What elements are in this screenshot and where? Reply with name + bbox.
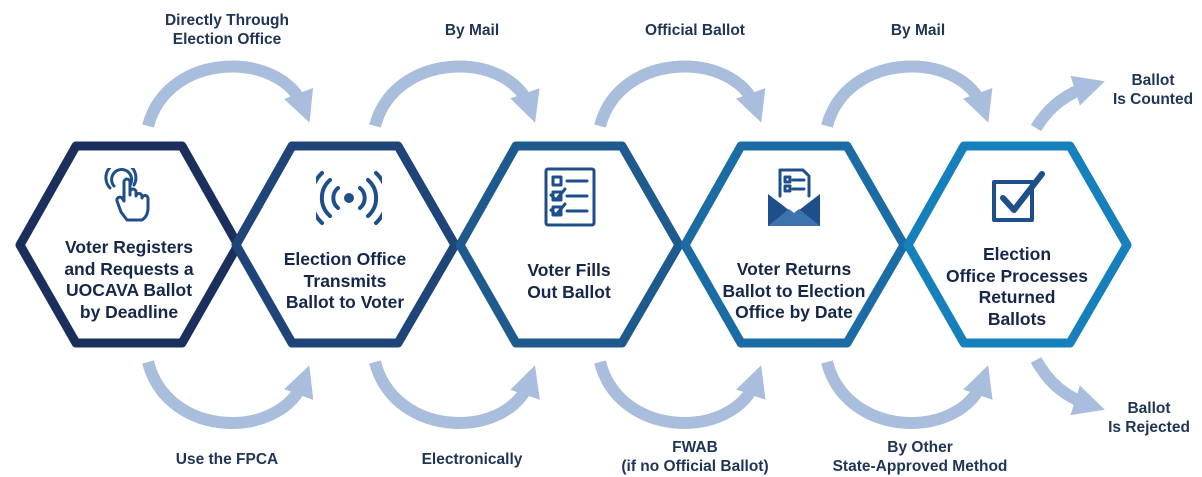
top-label-1: Directly Through Election Office xyxy=(164,12,289,48)
top-label-2: By Mail xyxy=(444,22,500,39)
step-hexagon-4 xyxy=(680,141,909,348)
bottom-label-4: By Other State-Approved Method xyxy=(832,439,1008,475)
step-text-2: Election Office Transmits Ballot to Vote… xyxy=(283,249,407,312)
step-text-4: Voter Returns Ballot to Election Office … xyxy=(722,259,866,322)
step-text-3: Voter Fills Out Ballot xyxy=(527,260,611,302)
bottom-label-2: Electronically xyxy=(421,451,523,468)
checklist-icon xyxy=(544,167,596,227)
top-arrow-2 xyxy=(369,60,540,128)
top-label-3: Official Ballot xyxy=(645,22,745,39)
checkbox-icon xyxy=(992,171,1045,222)
hand-tap-icon xyxy=(104,168,150,222)
top-arrow-3 xyxy=(594,60,766,128)
step-hexagon-2 xyxy=(231,141,460,348)
step-text-5: Election Office Processes Returned Ballo… xyxy=(945,244,1089,329)
rejected-arrow xyxy=(1030,356,1105,416)
step-hexagon-3 xyxy=(455,141,684,348)
bottom-arrow-3 xyxy=(594,360,766,429)
top-arrow-1 xyxy=(142,60,314,128)
broadcast-icon xyxy=(316,171,382,225)
step-hexagon-5 xyxy=(903,141,1132,348)
step-text-1: Voter Registers and Requests a UOCAVA Ba… xyxy=(64,237,194,322)
outcome-counted-label: Ballot Is Counted xyxy=(1112,72,1194,108)
step-hexagon-1 xyxy=(15,141,243,348)
top-arrow-4 xyxy=(821,60,993,128)
bottom-label-3: FWAB (if no Official Ballot) xyxy=(621,439,769,475)
bottom-arrow-4 xyxy=(821,360,993,429)
counted-arrow xyxy=(1030,75,1105,132)
envelope-ballot-icon xyxy=(768,168,820,226)
outcome-rejected-label: Ballot Is Rejected xyxy=(1108,400,1190,436)
top-label-4: By Mail xyxy=(890,22,946,39)
bottom-arrow-2 xyxy=(369,360,540,429)
bottom-arrow-1 xyxy=(142,360,314,429)
bottom-label-1: Use the FPCA xyxy=(175,451,279,468)
